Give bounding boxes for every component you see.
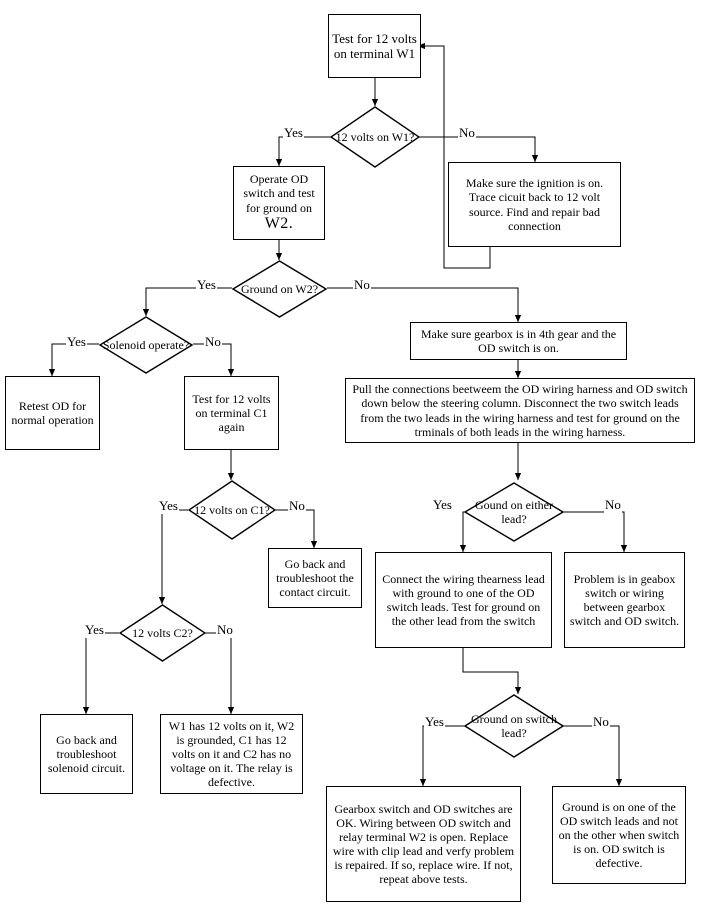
node-wiring-open-label: Gearbox switch and OD switches are OK. W… [332, 801, 515, 887]
node-od-switch-defective-label: Ground is on one of the OD switch leads … [558, 799, 680, 871]
node-q-12v-c2[interactable]: 12 volts C2? [119, 604, 206, 662]
node-q-12v-w1-label: 12 volts on W1? [335, 129, 415, 144]
node-solenoid-circuit[interactable]: Go back and troubleshoot solenoid circui… [40, 714, 133, 794]
node-q-ground-either[interactable]: Gound on either lead? [464, 482, 564, 542]
edge-label-w2-yes: Yes [196, 277, 217, 293]
node-od-switch-defective[interactable]: Ground is on one of the OD switch leads … [552, 786, 686, 884]
node-q-ground-either-label: Gound on either lead? [475, 497, 553, 526]
node-gearbox-4th[interactable]: Make sure gearbox is in 4th gear and the… [410, 322, 627, 360]
node-gearbox-4th-label: Make sure gearbox is in 4th gear and the… [420, 326, 617, 355]
diamond-shape [464, 694, 564, 758]
node-ignition-check-label: Make sure the ignition is on. Trace cicu… [465, 176, 604, 233]
edge-label-c1-yes: Yes [158, 498, 179, 514]
node-q-ground-w2[interactable]: Ground on W2? [232, 260, 327, 318]
edge-label-c2-no: No [216, 622, 234, 638]
edge-label-c2-yes: Yes [84, 622, 105, 638]
node-ignition-check[interactable]: Make sure the ignition is on. Trace cicu… [448, 162, 621, 247]
diamond-shape [464, 482, 564, 542]
diamond-shape [232, 260, 327, 318]
node-q-12v-c1[interactable]: 12 volts on C1? [188, 480, 276, 540]
node-pull-connections[interactable]: Pull the connections beetweem the OD wir… [345, 378, 695, 443]
diamond-shape [119, 604, 206, 662]
node-contact-circuit[interactable]: Go back and troubleshoot the contact cir… [268, 548, 362, 608]
node-problem-gearbox-label: Problem is in geabox switch or wiring be… [569, 571, 680, 629]
node-operate-od-terminal: W2. [264, 214, 294, 232]
edge-label-solenoid-no: No [204, 334, 222, 350]
node-connect-harness[interactable]: Connect the wiring thearness lead with g… [375, 552, 552, 648]
node-retest-od[interactable]: Retest OD for normal operation [5, 376, 100, 450]
edge-label-either-yes: Yes [432, 497, 453, 513]
diamond-shape [188, 480, 276, 540]
node-retest-od-label: Retest OD for normal operation [11, 398, 94, 427]
node-test-c1-label: Test for 12 volts on terminal C1 again [192, 391, 271, 435]
edge-label-switch-lead-yes: Yes [424, 714, 445, 730]
edge-label-solenoid-yes: Yes [66, 334, 87, 350]
node-q-solenoid[interactable]: Solenoid operate? [99, 316, 193, 374]
node-q-ground-switch-lead[interactable]: Ground on switch lead? [464, 694, 564, 758]
node-q-12v-c2-label: 12 volts C2? [132, 625, 193, 640]
diamond-shape [330, 106, 420, 168]
node-contact-circuit-label: Go back and troubleshoot the contact cir… [276, 556, 354, 600]
node-q-12v-c1-label: 12 volts on C1? [194, 502, 270, 517]
edge-label-c1-no: No [288, 498, 306, 514]
node-test-c1[interactable]: Test for 12 volts on terminal C1 again [184, 376, 279, 450]
edge-label-w1-no: No [458, 125, 476, 141]
node-solenoid-circuit-label: Go back and troubleshoot solenoid circui… [47, 732, 126, 776]
node-q-ground-switch-lead-label: Ground on switch lead? [471, 711, 557, 740]
node-problem-gearbox[interactable]: Problem is in geabox switch or wiring be… [564, 552, 685, 648]
node-operate-od-label: Operate OD switch and test for ground on [243, 172, 315, 215]
edge-label-w2-no: No [353, 277, 371, 293]
node-q-12v-w1[interactable]: 12 volts on W1? [330, 106, 420, 168]
node-operate-od[interactable]: Operate OD switch and test for ground on… [233, 166, 325, 240]
node-q-ground-w2-label: Ground on W2? [240, 281, 319, 296]
diamond-shape [99, 316, 193, 374]
edge-label-switch-lead-no: No [592, 714, 610, 730]
edge-label-either-no: No [604, 497, 622, 513]
node-test-w1-label: Test for 12 volts on terminal W1 [332, 30, 417, 61]
node-relay-defective[interactable]: W1 has 12 volts on it, W2 is grounded, C… [160, 714, 303, 794]
node-relay-defective-label: W1 has 12 volts on it, W2 is grounded, C… [168, 718, 295, 790]
node-connect-harness-label: Connect the wiring thearness lead with g… [382, 571, 545, 629]
node-test-w1[interactable]: Test for 12 volts on terminal W1 [328, 14, 421, 78]
node-q-solenoid-label: Solenoid operate? [102, 337, 190, 352]
node-wiring-open[interactable]: Gearbox switch and OD switches are OK. W… [326, 786, 521, 902]
edge-label-w1-yes: Yes [283, 125, 304, 141]
node-pull-connections-label: Pull the connections beetweem the OD wir… [352, 382, 688, 439]
